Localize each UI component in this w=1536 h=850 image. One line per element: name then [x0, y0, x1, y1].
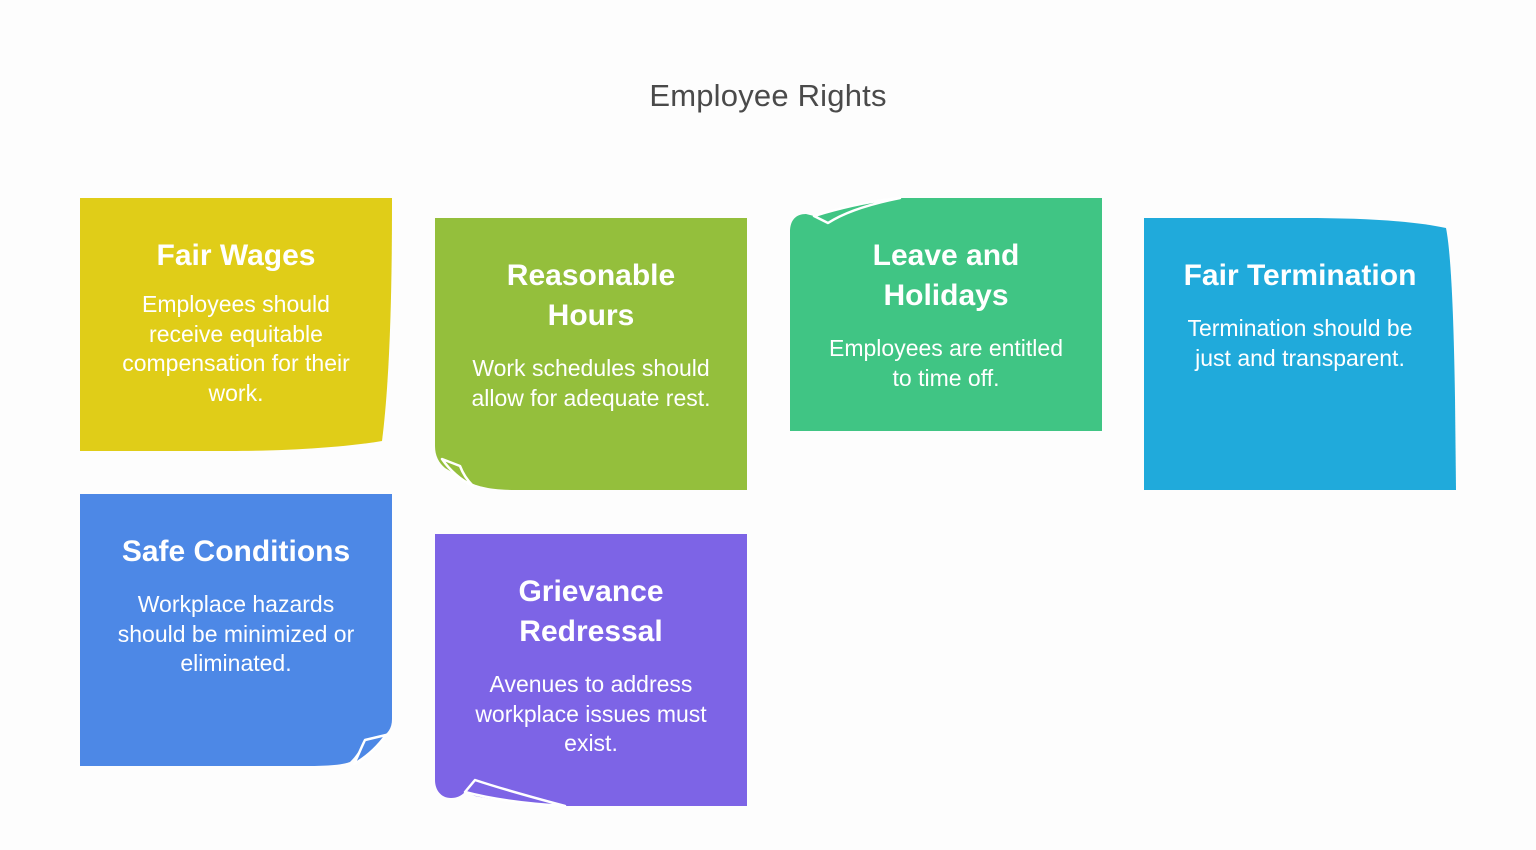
card-description: Avenues to address workplace issues must…	[475, 671, 707, 756]
card-title: Leave and Holidays	[872, 239, 1020, 312]
sticky-note-shape	[435, 534, 747, 808]
card-grievance-redressal: Grievance Redressal Avenues to address w…	[435, 534, 747, 808]
card-fair-termination: Fair Termination Termination should be j…	[1144, 218, 1456, 490]
card-title: Safe Conditions	[121, 535, 351, 568]
card-leave-and-holidays: Leave and Holidays Employees are entitle…	[790, 196, 1102, 431]
sticky-note-shape	[1144, 218, 1456, 490]
sticky-note-shape	[435, 218, 747, 490]
page-title: Employee Rights	[649, 78, 887, 113]
card-description: Workplace hazards should be minimized or…	[117, 591, 355, 676]
card-fair-wages: Fair Wages Employees should receive equi…	[80, 198, 392, 451]
card-safe-conditions: Safe Conditions Workplace hazards should…	[80, 494, 392, 766]
sticky-note-shape	[790, 196, 1102, 431]
card-description: Employees should receive equitable compe…	[122, 291, 350, 406]
card-description: Work schedules should allow for adequate…	[471, 355, 711, 411]
card-description: Termination should be just and transpare…	[1187, 315, 1413, 371]
card-description: Employees are entitled to time off.	[829, 335, 1063, 391]
sticky-note-shape	[80, 198, 392, 451]
card-reasonable-hours: Reasonable Hours Work schedules should a…	[435, 218, 747, 490]
sticky-note-shape	[80, 494, 392, 766]
card-title: Grievance Redressal	[518, 575, 664, 648]
card-title: Fair Wages	[156, 239, 316, 272]
card-title: Reasonable Hours	[506, 259, 676, 332]
card-title: Fair Termination	[1183, 259, 1417, 292]
